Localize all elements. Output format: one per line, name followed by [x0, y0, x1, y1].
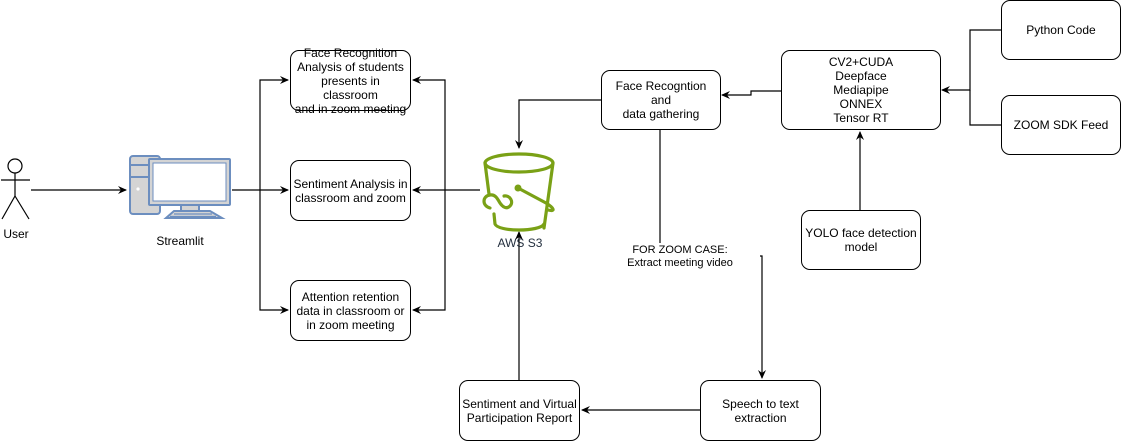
yolo-text: YOLO face detection model — [805, 226, 917, 254]
attention-retention-text: Attention retention data in classroom or… — [296, 289, 405, 332]
libraries-text: CV2+CUDA Deepface Mediapipe ONNEX Tensor… — [828, 55, 894, 125]
edge-python-to-libraries — [941, 29, 1001, 94]
s3-label: AWS S3 — [497, 236, 543, 250]
edge-libraries-to-face-gathering — [721, 90, 781, 99]
s3-bucket-icon[interactable] — [478, 148, 560, 234]
sentiment-analysis-box[interactable]: Sentiment Analysis in classroom and zoom — [290, 160, 411, 221]
edge-s3-to-face-analysis — [412, 76, 446, 190]
python-code-box[interactable]: Python Code — [1001, 0, 1121, 60]
zoom-sdk-text: ZOOM SDK Feed — [1013, 118, 1109, 132]
stick-figure-icon — [1, 158, 30, 220]
user-label: User — [3, 227, 29, 241]
streamlit-label: Streamlit — [156, 234, 204, 248]
face-analysis-box[interactable]: Face Recognition Analysis of students pr… — [290, 46, 411, 116]
edge-s3-to-attention — [412, 190, 446, 314]
face-gathering-text: Face Recogntion and data gathering — [615, 79, 707, 121]
zoom-case-edge-label: FOR ZOOM CASE: Extract meeting video — [600, 244, 760, 270]
face-gathering-box[interactable]: Face Recogntion and data gathering — [601, 70, 721, 130]
edge-zoomsdk-to-libraries — [969, 90, 1001, 126]
face-analysis-text: Face Recognition Analysis of students pr… — [294, 45, 407, 116]
attention-retention-box[interactable]: Attention retention data in classroom or… — [290, 280, 411, 341]
speech-to-text-text: Speech to text extraction — [722, 396, 799, 425]
edge-face-gathering-to-s3 — [515, 99, 601, 149]
libraries-box[interactable]: CV2+CUDA Deepface Mediapipe ONNEX Tensor… — [781, 50, 941, 130]
desktop-computer-icon[interactable] — [128, 155, 232, 219]
yolo-box[interactable]: YOLO face detection model — [801, 210, 921, 270]
python-code-text: Python Code — [1026, 23, 1096, 37]
edge-zoom-case-to-speech — [735, 255, 766, 379]
report-box[interactable]: Sentiment and Virtual Participation Repo… — [459, 380, 580, 441]
edge-streamlit-to-attention — [259, 190, 289, 314]
speech-to-text-box[interactable]: Speech to text extraction — [700, 380, 821, 441]
edge-streamlit-to-face-analysis — [259, 76, 289, 190]
report-text: Sentiment and Virtual Participation Repo… — [462, 396, 577, 425]
zoom-sdk-box[interactable]: ZOOM SDK Feed — [1001, 95, 1121, 155]
sentiment-analysis-text: Sentiment Analysis in classroom and zoom — [293, 176, 408, 205]
